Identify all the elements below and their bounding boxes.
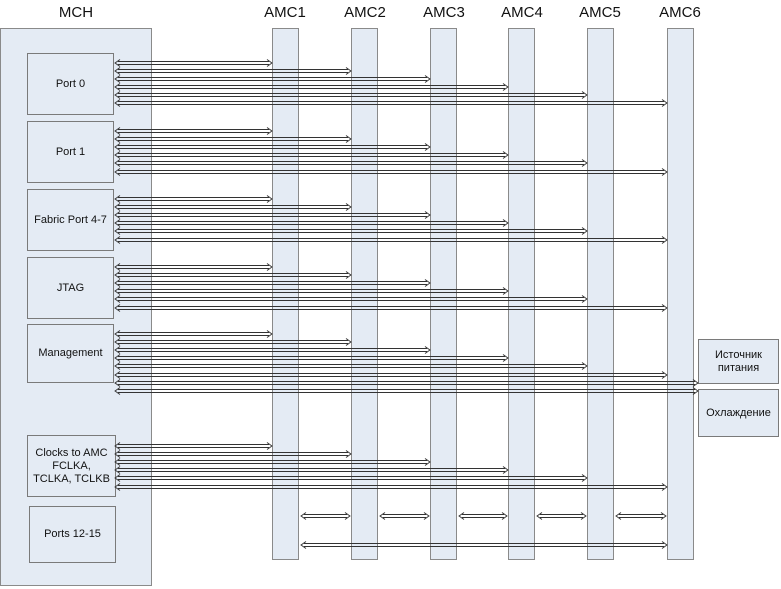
- amc6-label: AMC6: [659, 4, 701, 21]
- arrow-clocks-amc3: [114, 458, 431, 466]
- arrow-amc4-amc5: [536, 512, 587, 520]
- arrow-group1-amc3: [114, 143, 431, 151]
- block-jtag: JTAG: [27, 257, 114, 319]
- arrow-group3-amc6: [114, 304, 668, 312]
- arrow-group1-amc2: [114, 135, 352, 143]
- arrow-group0-amc6: [114, 99, 668, 107]
- arrow-group2-amc6: [114, 236, 668, 244]
- amc3-label: AMC3: [423, 4, 465, 21]
- block-cooling: Охлаждение: [698, 389, 779, 437]
- arrow-group1-amc5: [114, 159, 588, 167]
- arrow-group2-amc1: [114, 195, 273, 203]
- arrow-amc5-amc6: [615, 512, 667, 520]
- arrow-group1-amc6: [114, 168, 668, 176]
- block-power-supply: Источник питания: [698, 339, 779, 384]
- block-management: Management: [27, 324, 114, 383]
- arrow-group4-amc5: [114, 362, 588, 370]
- block-ports-12-15: Ports 12-15: [29, 506, 116, 563]
- arrow-group2-amc5: [114, 227, 588, 235]
- arrow-group0-amc2: [114, 67, 352, 75]
- amc2-label: AMC2: [344, 4, 386, 21]
- arrow-clocks-amc6: [114, 483, 668, 491]
- arrow-group3-amc1: [114, 263, 273, 271]
- arrow-group3-amc3: [114, 279, 431, 287]
- mch-label: MCH: [58, 4, 94, 21]
- arrow-group3-amc4: [114, 287, 509, 295]
- arrow-group2-amc2: [114, 203, 352, 211]
- arrow-group0-amc4: [114, 83, 509, 91]
- arrow-group1-amc4: [114, 151, 509, 159]
- block-clocks: Clocks to AMC FCLKA, TCLKA, TCLKB: [27, 435, 116, 497]
- arrow-clocks-amc4: [114, 466, 509, 474]
- arrow-group4-amc3: [114, 346, 431, 354]
- arrow-group4-amc4: [114, 354, 509, 362]
- arrow-amc1-amc6: [300, 541, 668, 549]
- arrow-group0-amc3: [114, 75, 431, 83]
- arrow-management-power: [114, 379, 699, 387]
- arrow-management-cooling: [114, 387, 699, 395]
- amc6-bus: [667, 28, 694, 560]
- arrow-group0-amc5: [114, 91, 588, 99]
- arrow-group0-amc1: [114, 59, 273, 67]
- amc5-bus: [587, 28, 614, 560]
- arrow-amc3-amc4: [458, 512, 508, 520]
- arrow-clocks-amc1: [114, 442, 273, 450]
- block-port-1: Port 1: [27, 121, 114, 183]
- arrow-group2-amc4: [114, 219, 509, 227]
- block-fabric-port: Fabric Port 4-7: [27, 189, 114, 251]
- arrow-group3-amc5: [114, 295, 588, 303]
- arrow-group4-amc6: [114, 371, 668, 379]
- amc4-bus: [508, 28, 535, 560]
- amc4-label: AMC4: [501, 4, 543, 21]
- arrow-group4-amc2: [114, 338, 352, 346]
- arrow-amc1-amc2: [300, 512, 351, 520]
- block-port-0: Port 0: [27, 53, 114, 115]
- arrow-clocks-amc5: [114, 474, 588, 482]
- arrow-group1-amc1: [114, 127, 273, 135]
- amc5-label: AMC5: [579, 4, 621, 21]
- arrow-clocks-amc2: [114, 450, 352, 458]
- arrow-group2-amc3: [114, 211, 431, 219]
- arrow-group3-amc2: [114, 271, 352, 279]
- arrow-amc2-amc3: [379, 512, 430, 520]
- amc1-label: AMC1: [264, 4, 306, 21]
- arrow-group4-amc1: [114, 330, 273, 338]
